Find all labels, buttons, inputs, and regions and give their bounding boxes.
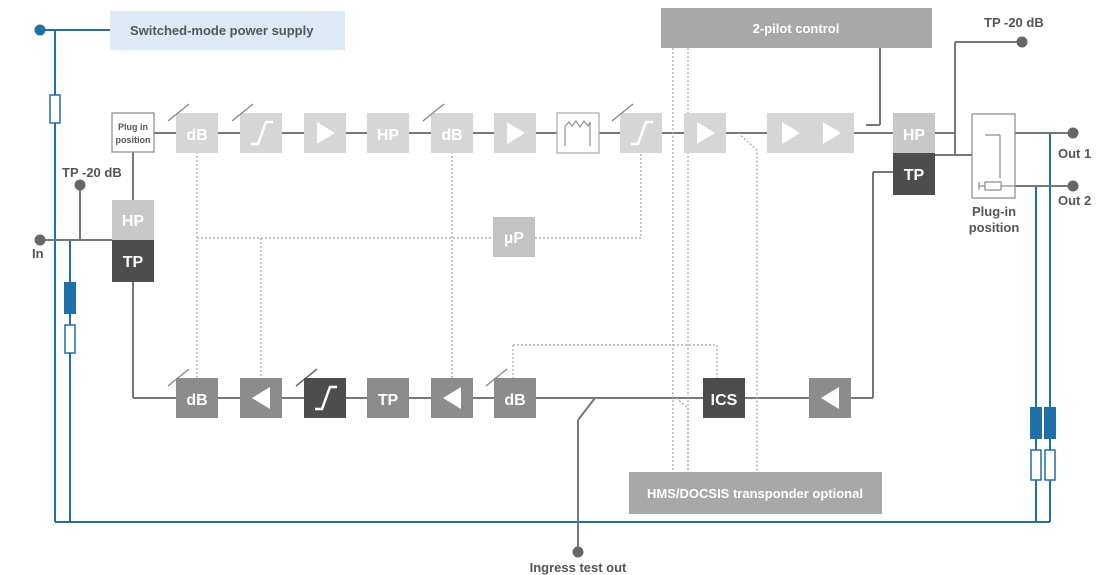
plug-in-box-left xyxy=(111,112,155,153)
return-path: dB TP dB ICS xyxy=(167,368,851,418)
forward-path: dB HP dB xyxy=(167,103,854,154)
up-block xyxy=(493,217,535,257)
pilot-box xyxy=(661,8,932,48)
plug-in-right-line2: position xyxy=(969,220,1020,235)
amp-ret3-icon xyxy=(821,387,839,409)
control-lines xyxy=(196,48,758,472)
filter-block-fwd xyxy=(556,112,600,154)
hp-block-left xyxy=(112,200,154,240)
filter-icon xyxy=(564,119,591,146)
tp-block-right xyxy=(893,153,935,195)
amp-fwd2-icon xyxy=(507,122,525,144)
out1-label: Out 1 xyxy=(1058,146,1091,161)
hp-left-text: HP xyxy=(122,213,145,230)
tp-block-ret xyxy=(367,378,409,418)
hp-right-text: HP xyxy=(903,127,926,144)
out2-label: Out 2 xyxy=(1058,193,1091,208)
in-label: In xyxy=(32,246,44,261)
out2-terminal xyxy=(1067,180,1079,192)
hms-label: HMS/DOCSIS transponder optional xyxy=(647,486,863,501)
tp-top-label: TP -20 dB xyxy=(984,15,1044,30)
tp-left-terminal xyxy=(74,179,86,191)
hp-block-right xyxy=(893,113,935,153)
db-ret2-text: dB xyxy=(504,392,525,409)
hp-block-fwd xyxy=(367,113,409,153)
tp-block-left xyxy=(112,240,154,282)
amp-fwd1-icon xyxy=(317,122,335,144)
pilot-label: 2-pilot control xyxy=(753,21,840,36)
in-terminal xyxy=(34,234,46,246)
tp-left-text: TP xyxy=(123,254,144,271)
amp-fwd5-icon xyxy=(823,122,841,144)
resistor-icon xyxy=(984,181,1002,191)
up-text: µP xyxy=(504,230,524,247)
psu-label: Switched-mode power supply xyxy=(130,23,314,38)
db-fwd2-text: dB xyxy=(441,127,462,144)
ics-text: ICS xyxy=(711,392,738,409)
out1-terminal xyxy=(1067,127,1079,139)
tp-top-terminal xyxy=(1016,36,1028,48)
hms-box xyxy=(629,472,882,514)
ics-block xyxy=(703,378,745,418)
ingress-terminal xyxy=(572,546,584,558)
plug-in-left-line1: Plug in xyxy=(118,122,148,132)
plug-in-left-line2: position xyxy=(116,135,151,145)
plug-in-right-line1: Plug-in xyxy=(972,204,1016,219)
amp-ret1-icon xyxy=(252,387,270,409)
db-block-ret2 xyxy=(494,378,536,418)
terminals xyxy=(34,36,1079,558)
db-block-fwd2 xyxy=(431,113,473,153)
amp-fwd4-icon xyxy=(782,122,800,144)
amp-fwd3-icon xyxy=(697,122,715,144)
psu-terminal xyxy=(34,24,46,36)
tp-left-label: TP -20 dB xyxy=(62,165,122,180)
hp-fwd-text: HP xyxy=(377,127,400,144)
db-block-fwd1 xyxy=(176,113,218,153)
tp-ret-text: TP xyxy=(378,392,399,409)
db-ret1-text: dB xyxy=(186,392,207,409)
power-lines xyxy=(40,29,1073,523)
db-block-ret1 xyxy=(176,378,218,418)
tp-right-text: TP xyxy=(904,167,925,184)
ingress-label: Ingress test out xyxy=(530,560,627,575)
psu-box xyxy=(110,11,345,50)
db-fwd1-text: dB xyxy=(186,127,207,144)
amp-ret2-icon xyxy=(443,387,461,409)
